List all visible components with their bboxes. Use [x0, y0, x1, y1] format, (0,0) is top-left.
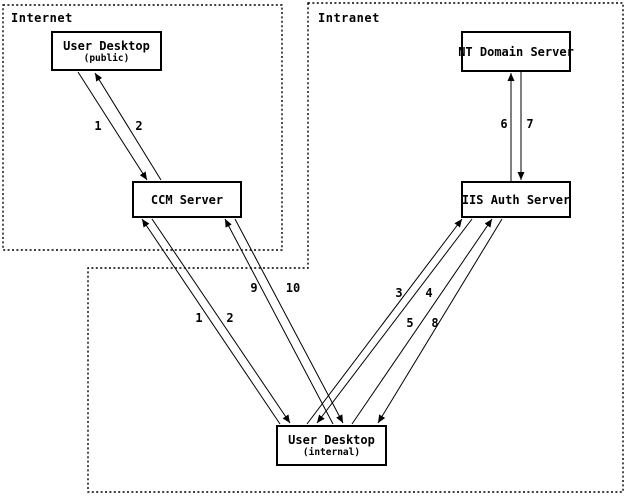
flow-step-label-5: 5 [406, 316, 414, 330]
node-user-desktop-internal: User Desktop (internal) [276, 425, 387, 466]
intranet-zone-border [87, 2, 624, 493]
flow-step-label-2-internal: 2 [226, 311, 234, 325]
node-nt-domain-server: NT Domain Server [458, 31, 574, 72]
flow-step-label-6: 6 [500, 117, 508, 131]
flow-step-label-10: 10 [285, 281, 301, 295]
arrow-10-ccm-to-internal-desktop [234, 218, 344, 424]
arrow-2-ccm-to-public-desktop [94, 72, 162, 181]
internet-zone-border [2, 4, 283, 251]
flow-step-label-7: 7 [526, 117, 534, 131]
node-subtitle: (internal) [302, 447, 361, 458]
node-title: NT Domain Server [458, 44, 574, 59]
node-iis-auth-server: IIS Auth Server [461, 181, 571, 218]
flow-step-label-1-public: 1 [94, 119, 102, 133]
arrow-1-public-desktop-to-ccm [77, 71, 148, 181]
flow-step-label-1-internal: 1 [195, 311, 203, 325]
flow-step-label-8: 8 [431, 316, 439, 330]
node-subtitle: (public) [83, 52, 130, 64]
arrow-1-internal-desktop-to-ccm [141, 218, 281, 425]
node-title: IIS Auth Server [461, 192, 571, 207]
flow-step-label-4: 4 [425, 286, 433, 300]
arrow-4-iis-to-internal-desktop [316, 218, 473, 424]
arrow-8-iis-to-internal-desktop [377, 218, 503, 424]
flow-step-label-3: 3 [395, 286, 403, 300]
arrow-9-internal-desktop-to-ccm [224, 218, 334, 425]
node-user-desktop-public: User Desktop (public) [51, 31, 162, 71]
node-title: CCM Server [150, 192, 224, 207]
arrow-3-internal-desktop-to-iis [306, 218, 463, 425]
node-ccm-server: CCM Server [132, 181, 242, 218]
flow-step-label-9: 9 [250, 281, 258, 295]
node-title: User Desktop [288, 433, 375, 447]
flow-step-label-2-public: 2 [135, 119, 143, 133]
arrow-2-ccm-to-internal-desktop [151, 218, 291, 424]
node-title: User Desktop [63, 38, 150, 53]
intranet-zone-label: Intranet [318, 11, 380, 25]
arrow-5-internal-desktop-to-iis [351, 218, 493, 425]
internet-zone-label: Internet [11, 11, 73, 25]
